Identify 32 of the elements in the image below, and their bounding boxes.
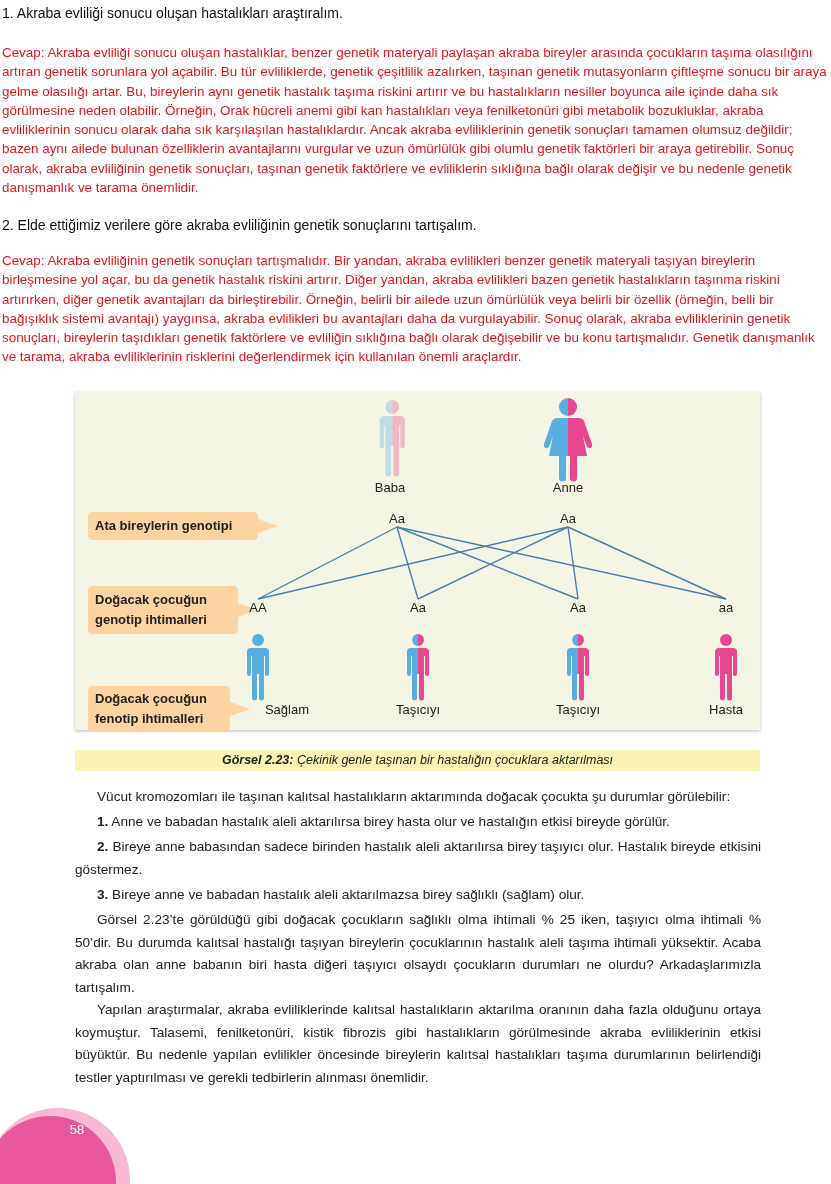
connector-line xyxy=(567,526,579,600)
body-paragraph: 2. Bireye anne babasından sadece birinden hastalık aleli aktarılırsa birey taşıyıcı olur. Hastalık bireyde etkisini göstermez. xyxy=(75,838,761,879)
question-text: 1. Akraba evliliği sonucu oluşan hastalıkları araştıralım. xyxy=(2,4,344,23)
genotype-text: Aa xyxy=(543,509,593,529)
genotype-text: Aa xyxy=(372,509,422,529)
body-paragraph: Vücut kromozomları ile taşınan kalıtsal hastalıkların aktarımında doğacak çocukta şu durumlar görülebilir: xyxy=(96,788,732,806)
figure-caption: Görsel 2.23: Çekinik genle taşınan bir hastalığın çocuklara aktarılması xyxy=(75,750,760,771)
phenotype-label: Taşıcıyı xyxy=(554,702,602,717)
genotype-text: Aa xyxy=(393,598,443,618)
parent-name: Baba xyxy=(373,480,407,495)
phenotype-label: Taşıcıyı xyxy=(394,702,442,717)
page-number: 58 xyxy=(68,1122,86,1137)
body-paragraph: Yapılan araştırmalar, akraba evliliklerinde kalıtsal hastalıkların aktarılma oranının daha fazla olduğunu ortaya koymuştur. Talasemi, fenilketonüri, kistik fibrozis gibi hastalıkların görülmesinde akraba evliliklerinin etkisi büyüktür. Bu nedenle yapılan evlilikler öncesinde bireylerin kalıtsal hastalıkları taşıma durumlarının belirlendiği testler yaptırılması ve gerekli tedbirlerin alınması önemlidir. xyxy=(75,1001,761,1087)
body-paragraph: 1. Anne ve babadan hastalık aleli aktarılırsa birey hasta olur ve hastalığın etkisi bireyde görülür. xyxy=(96,813,671,831)
body-paragraph: Görsel 2.23’te görüldüğü gibi doğacak çocukların sağlıklı olma ihtimali % 25 iken, taşıyıcı olma ihtimali % 50’dir. Bu durumda kalıtsal hastalığı taşıyan bireylerin çocuklarının hastalık aleli taşıma ihtimali yüksektir. Acaba akraba olan anne babanın biri hasta diğeri taşıyıcı olsaydı çocukların durumları ne olurdu? Arkadaşlarımızla tartışalım. xyxy=(75,911,761,997)
connector-line xyxy=(417,526,569,600)
body-paragraph: 3. Bireye anne ve babadan hastalık aleli aktarılmazsa birey sağlıklı (sağlam) olur. xyxy=(96,886,586,904)
arrow-tag: Doğacak çocuğun fenotip ihtimalleri xyxy=(88,686,250,732)
connector-line xyxy=(567,526,727,600)
connector-line xyxy=(396,526,579,600)
phenotype-label: Hasta xyxy=(708,702,744,717)
connector-line xyxy=(396,526,419,600)
genotype-text: Aa xyxy=(553,598,603,618)
arrow-tag: Ata bireylerin genotipi xyxy=(88,512,278,540)
question-text: 2. Elde ettiğimiz verilere göre akraba evliliğinin genetik sonuçlarını tartışalım. xyxy=(2,216,478,235)
genotype-text: AA xyxy=(233,598,283,618)
parent-name: Anne xyxy=(551,480,585,495)
phenotype-label: Sağlam xyxy=(263,702,311,717)
answer-paragraph: Cevap: Akraba evliliğinin genetik sonuçları tartışmalıdır. Bir yandan, akraba evlilikleri benzer genetik materyali taşıyan bireylerin birleşmesine yol açar, bu da genetik hastalık riskini artırır. Diğer yandan, akraba evlilikleri bazen genetik hastalıkların taşınma riskini artırırken, diğer genetik avantajları da birleştirebilir. Örneğin, belirli bir ailede uzun ömürlülük veya belirli bir özellik (örneğin, belli bir bağışıklık sistemi avantajı) yaygınsa, akraba evlilikleri bu avantajları daha da vurgulayabilir. Sonuç olarak, akraba evliliklerinin genetik sonuçları, bireylerin taşıdıkları genetik faktörlere ve evliliğin sıklığına bağlı olarak değişebilir ve bu konu tartışmalıdır. Genetik danışmanlık ve tarama, akraba evliliklerinin risklerini değerlendirmek için kullanılan önemli araçlardır. xyxy=(2,252,816,367)
connector-line xyxy=(257,526,398,600)
genotype-text: aa xyxy=(701,598,751,618)
answer-paragraph: Cevap: Akraba evliliği sonucu oluşan hastalıklar, benzer genetik materyali paylaşan akraba bireyler arasında çocukların taşıma olasılığını artıran genetik sorunlara yol açabilir. Bu tür evliliklerde, genetik çeşitlilik azalırken, taşınan genetik mutasyonların çiftleşme sonucu bir araya gelme olasılığı artar. Bu, bireylerin aynı genetik hastalık taşıma riskini artırır ve bu hastalıkların nesiller boyunca aile içinde daha sık görülmesine neden olabilir. Örneğin, Orak hücreli anemi gibi kan hastalıkları veya fenilketonüri gibi metabolik bozukluklar, akraba evliliklerinin sonucu olarak daha sık karşılaşılan hastalıklardır. Ancak akraba evliliklerinin genetik sonuçları tamamen olumsuz değildir; bazen aynı ailede bulunan özelliklerin avantajlarını vurgular ve uzun ömürlülük gibi olumlu genetik faktörleri bir araya getirebilir. Sonuç olarak, akraba evliliğinin genetik sonuçları, taşınan genetik faktörlere ve evliliklerin sıklığına bağlı olarak değişir ve bu nedenle genetik danışmanlık ve tarama önemlidir. xyxy=(2,44,828,198)
